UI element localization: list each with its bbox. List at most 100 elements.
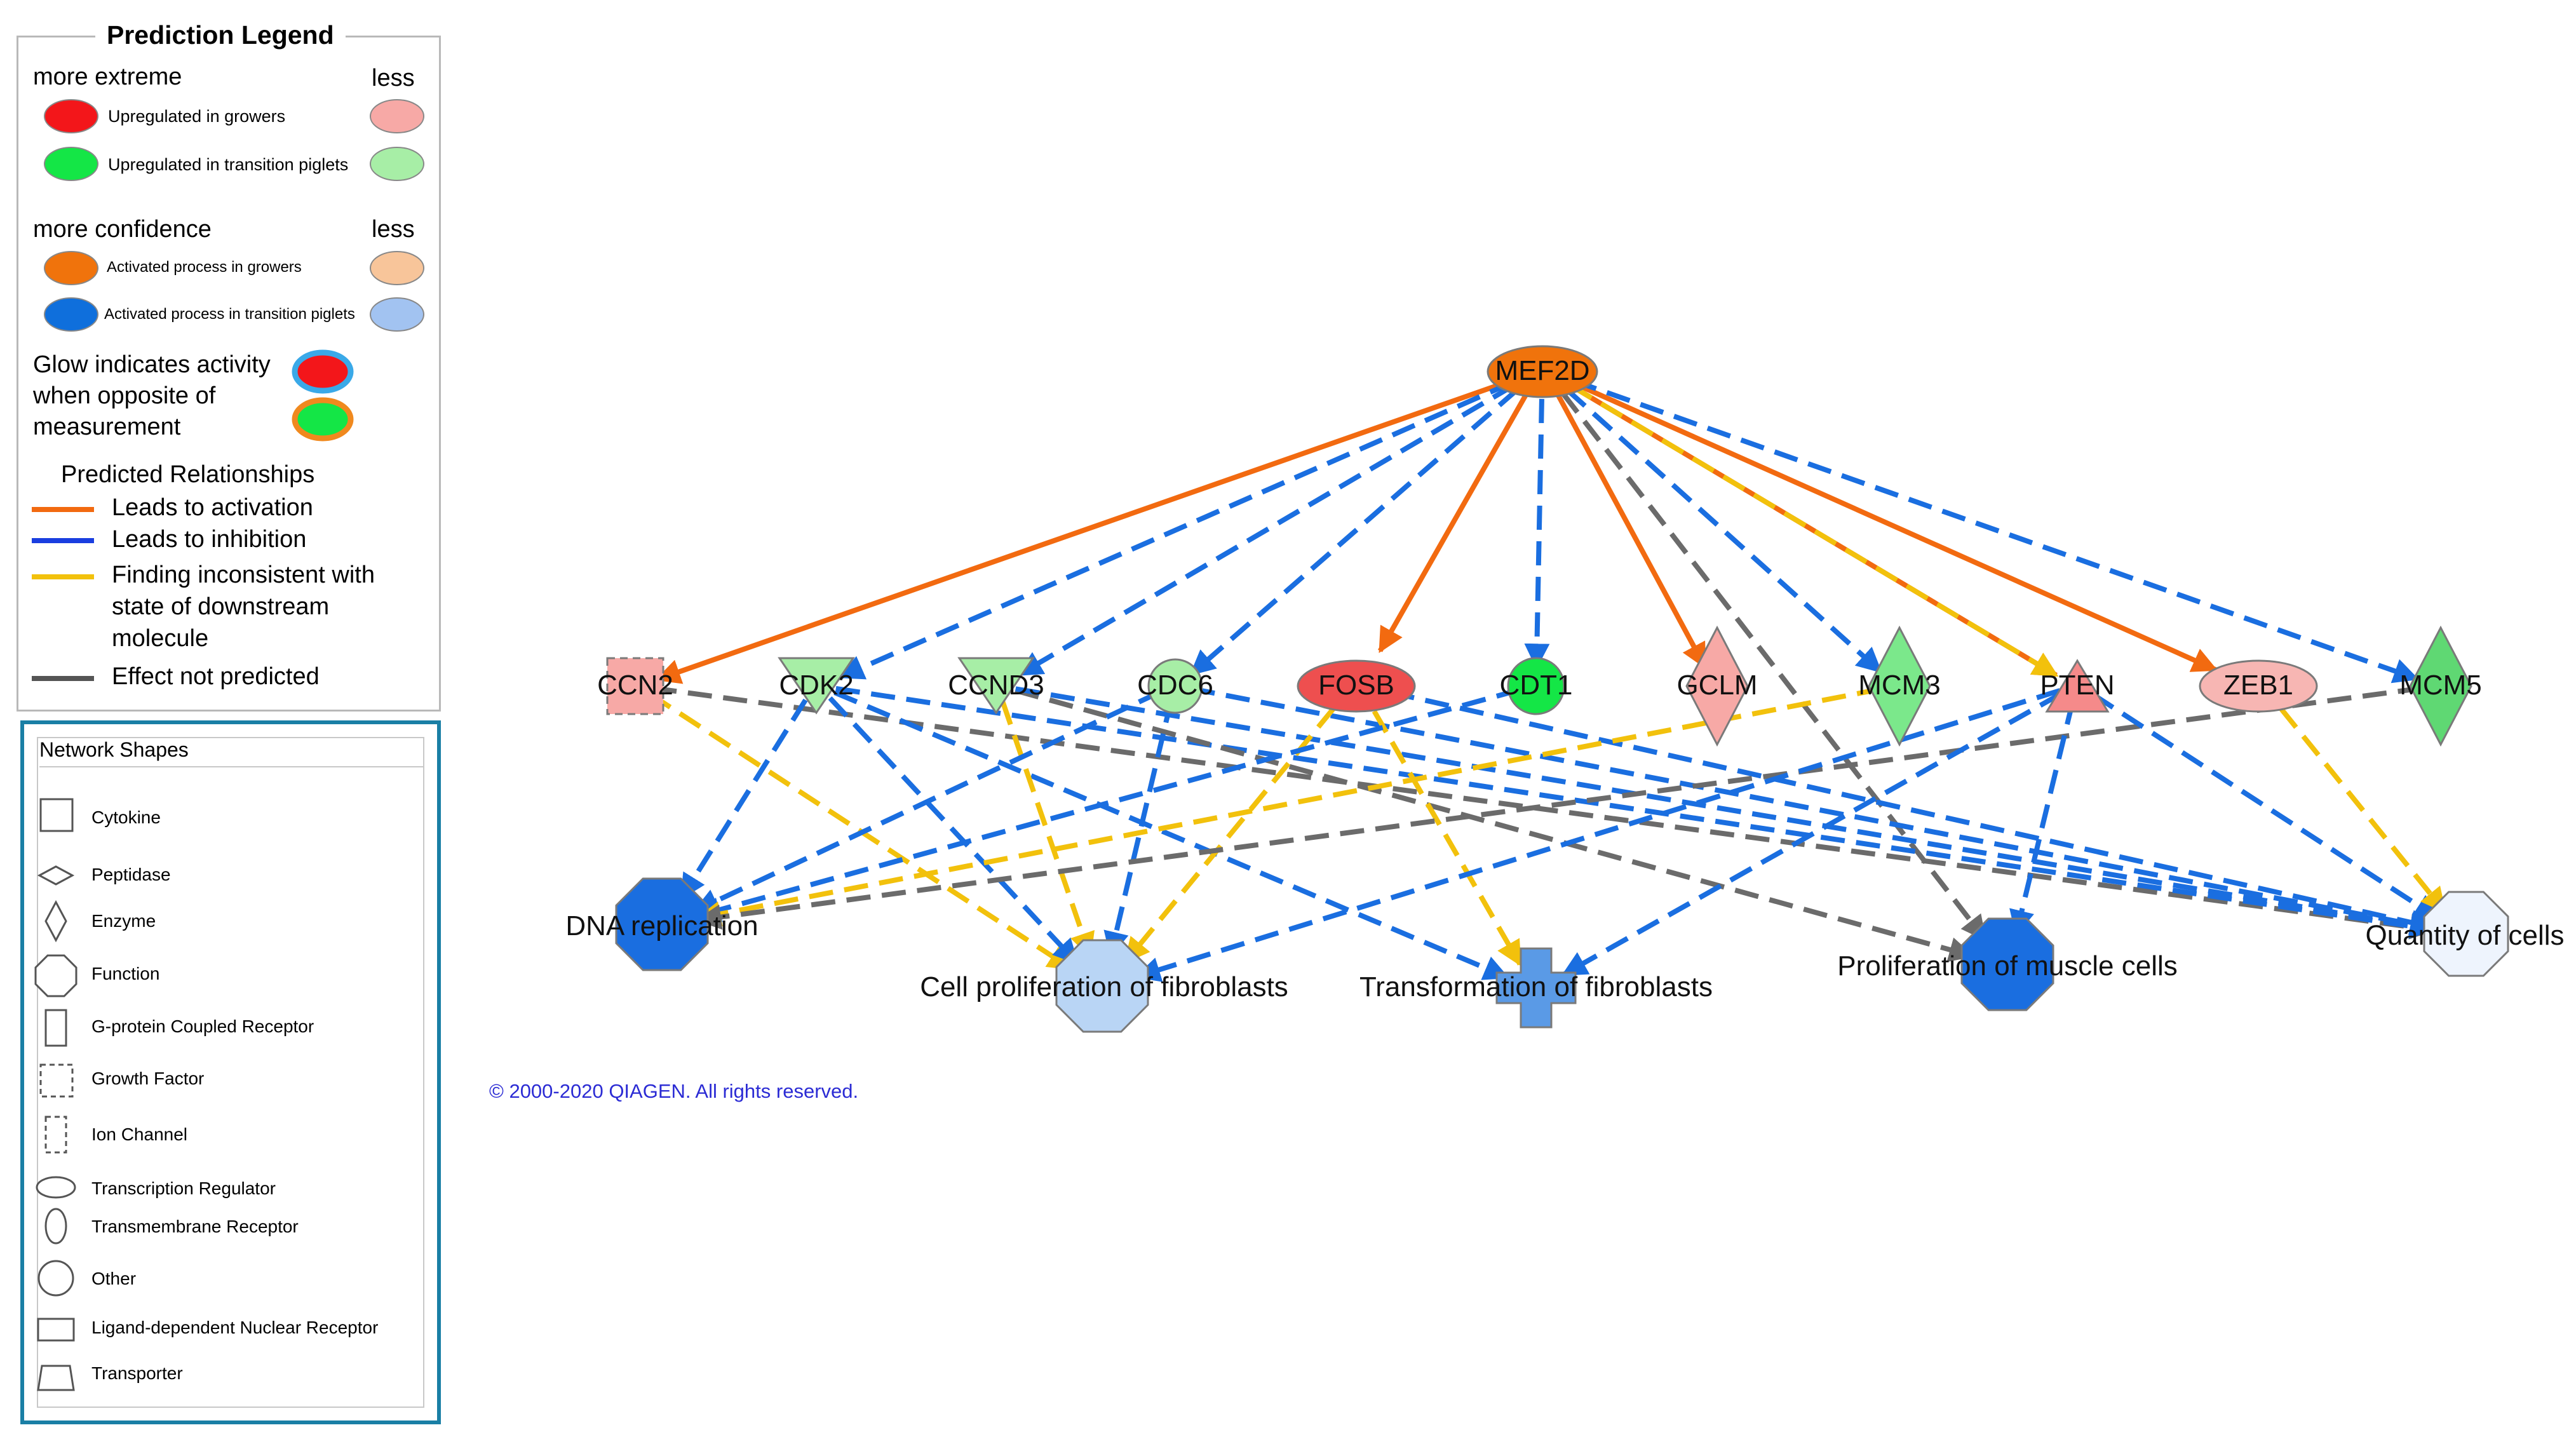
more-extreme-label: more extreme	[33, 64, 182, 90]
node-label-cdk2: CDK2	[779, 670, 853, 701]
up-transition-weak-swatch	[370, 147, 424, 181]
shape-label-transcription-regulator: Transcription Regulator	[91, 1178, 276, 1198]
node-prolif_muscle[interactable]	[1960, 917, 2054, 1011]
node-quantity[interactable]	[2423, 891, 2509, 977]
edge-mef2d-zeb1-activation	[1571, 380, 2218, 672]
up-transition-strong-swatch	[44, 147, 98, 181]
edge-ccn2-quantity-not_predicted	[652, 685, 2436, 940]
prediction-legend	[17, 36, 441, 712]
edge-mef2d-ccnd3-inhibition	[1016, 382, 1516, 677]
node-cdk2[interactable]	[778, 657, 855, 715]
activation-label: Leads to activation	[112, 494, 313, 521]
diamond-icon	[44, 900, 67, 943]
edge-mef2d-mcm5-inhibition	[1572, 378, 2420, 684]
edge-mef2d-cdc6-inhibition	[1189, 387, 1520, 676]
node-label-dna_rep: DNA replication	[565, 910, 758, 941]
edge-fosb-transform-inconsistent	[1372, 710, 1523, 967]
glow-text-2: when opposite of	[33, 382, 216, 409]
more-confidence-label: more confidence	[33, 216, 212, 243]
shape-label-gpcr: G-protein Coupled Receptor	[91, 1016, 314, 1036]
not-predicted-label: Effect not predicted	[112, 663, 320, 690]
node-label-ccnd3: CCND3	[948, 670, 1044, 701]
dashed-rect-icon	[44, 1116, 67, 1154]
node-label-gclm: GCLM	[1676, 670, 1757, 701]
node-mcm3[interactable]	[1868, 625, 1931, 747]
act-growers-strong-swatch	[44, 251, 98, 285]
vertical-ellipse-icon	[44, 1208, 67, 1245]
glow-red-swatch	[292, 349, 354, 394]
shape-label-ion-channel: Ion Channel	[91, 1124, 188, 1144]
edge-mcm5-dna_rep-not_predicted	[696, 685, 2422, 930]
edge-mef2d-ccn2-activation	[654, 378, 1513, 684]
edge-cdk2-quantity-inhibition	[835, 685, 2436, 939]
network-shapes-inner	[37, 737, 424, 1408]
edge-mef2d-prolif_muscle-not_predicted	[1560, 391, 1987, 941]
up-transition-label: Upregulated in transition piglets	[108, 155, 349, 174]
node-cell_prolif[interactable]	[1055, 939, 1149, 1033]
circle-icon	[37, 1260, 74, 1297]
node-label-transform: Transformation of fibroblasts	[1359, 971, 1713, 1002]
node-label-mcm5: MCM5	[2399, 670, 2482, 701]
node-ccnd3[interactable]	[957, 657, 1035, 715]
nodes-layer	[606, 345, 2509, 1033]
glow-green-swatch	[292, 397, 354, 442]
edge-cdk2-transform-inhibition	[833, 690, 1509, 980]
edge-pten-transform-inhibition	[1561, 691, 2063, 977]
glow-text-3: measurement	[33, 414, 181, 440]
node-label-prolif_muscle: Proliferation of muscle cells	[1837, 950, 2178, 982]
network-shapes-title: Network Shapes	[39, 738, 189, 761]
edge-cdc6-dna_rep-inhibition	[692, 689, 1162, 914]
shape-label-ligand-nuclear-receptor: Ligand-dependent Nuclear Receptor	[91, 1318, 379, 1337]
node-mcm5[interactable]	[2409, 625, 2472, 747]
node-label-cdc6: CDC6	[1137, 670, 1213, 701]
node-label-mef2d: MEF2D	[1495, 355, 1589, 386]
act-growers-label: Activated process in growers	[107, 259, 302, 276]
node-gclm[interactable]	[1685, 625, 1749, 747]
legend-graphics	[32, 99, 424, 681]
edge-mef2d-cdt1-inhibition	[1524, 398, 1550, 670]
node-transform[interactable]	[1495, 947, 1577, 1029]
node-cdt1[interactable]	[1507, 657, 1565, 715]
shape-label-transporter: Transporter	[91, 1363, 183, 1383]
node-mef2d[interactable]	[1487, 345, 1598, 398]
ellipse-icon	[36, 1176, 76, 1199]
node-label-cdt1: CDT1	[1500, 670, 1573, 701]
node-label-cell_prolif: Cell proliferation of fibroblasts	[920, 971, 1288, 1002]
node-label-zeb1: ZEB1	[2223, 670, 2293, 701]
node-zeb1[interactable]	[2199, 659, 2318, 713]
node-label-quantity: Quantity of cells	[2365, 920, 2564, 951]
edge-cdk2-cell_prolif-inhibition	[828, 696, 1079, 965]
act-transition-weak-swatch	[370, 297, 424, 332]
up-growers-label: Upregulated in growers	[108, 107, 286, 126]
edge-zeb1-quantity-inconsistent	[2279, 706, 2447, 914]
flat-diamond-icon	[37, 865, 75, 886]
up-growers-weak-swatch	[370, 99, 424, 133]
edge-mef2d-pten-inconsistent	[1569, 383, 2059, 678]
legend-title: Prediction Legend	[95, 20, 346, 50]
act-transition-label: Activated process in transition piglets	[104, 306, 355, 323]
edges-layer	[649, 378, 2447, 982]
node-cdc6[interactable]	[1147, 658, 1203, 714]
edge-ccnd3-cell_prolif-inconsistent	[1000, 701, 1095, 959]
wide-rect-icon	[37, 1318, 75, 1342]
node-label-pten: PTEN	[2040, 670, 2114, 701]
shape-label-enzyme: Enzyme	[91, 911, 156, 931]
trapezoid-icon	[37, 1365, 75, 1391]
inconsistent-label-2: state of downstream	[112, 593, 330, 620]
shape-label-cytokine: Cytokine	[91, 807, 161, 827]
node-ccn2[interactable]	[606, 657, 664, 715]
shape-label-function: Function	[91, 964, 160, 983]
dashed-square-icon	[39, 1063, 74, 1098]
square-icon	[39, 798, 74, 832]
node-dna_rep[interactable]	[615, 877, 709, 971]
shape-label-transmembrane-receptor: Transmembrane Receptor	[91, 1217, 299, 1236]
node-fosb[interactable]	[1297, 659, 1416, 713]
edge-mef2d-gclm-activation	[1556, 394, 1708, 669]
edge-cdc6-quantity-inhibition	[1190, 686, 2436, 937]
network-shapes-divider	[39, 766, 424, 767]
shape-icons	[34, 798, 78, 1391]
edge-cdt1-dna_rep-inhibition	[694, 687, 1521, 922]
node-pten[interactable]	[2045, 659, 2110, 713]
shape-label-other: Other	[91, 1269, 137, 1288]
